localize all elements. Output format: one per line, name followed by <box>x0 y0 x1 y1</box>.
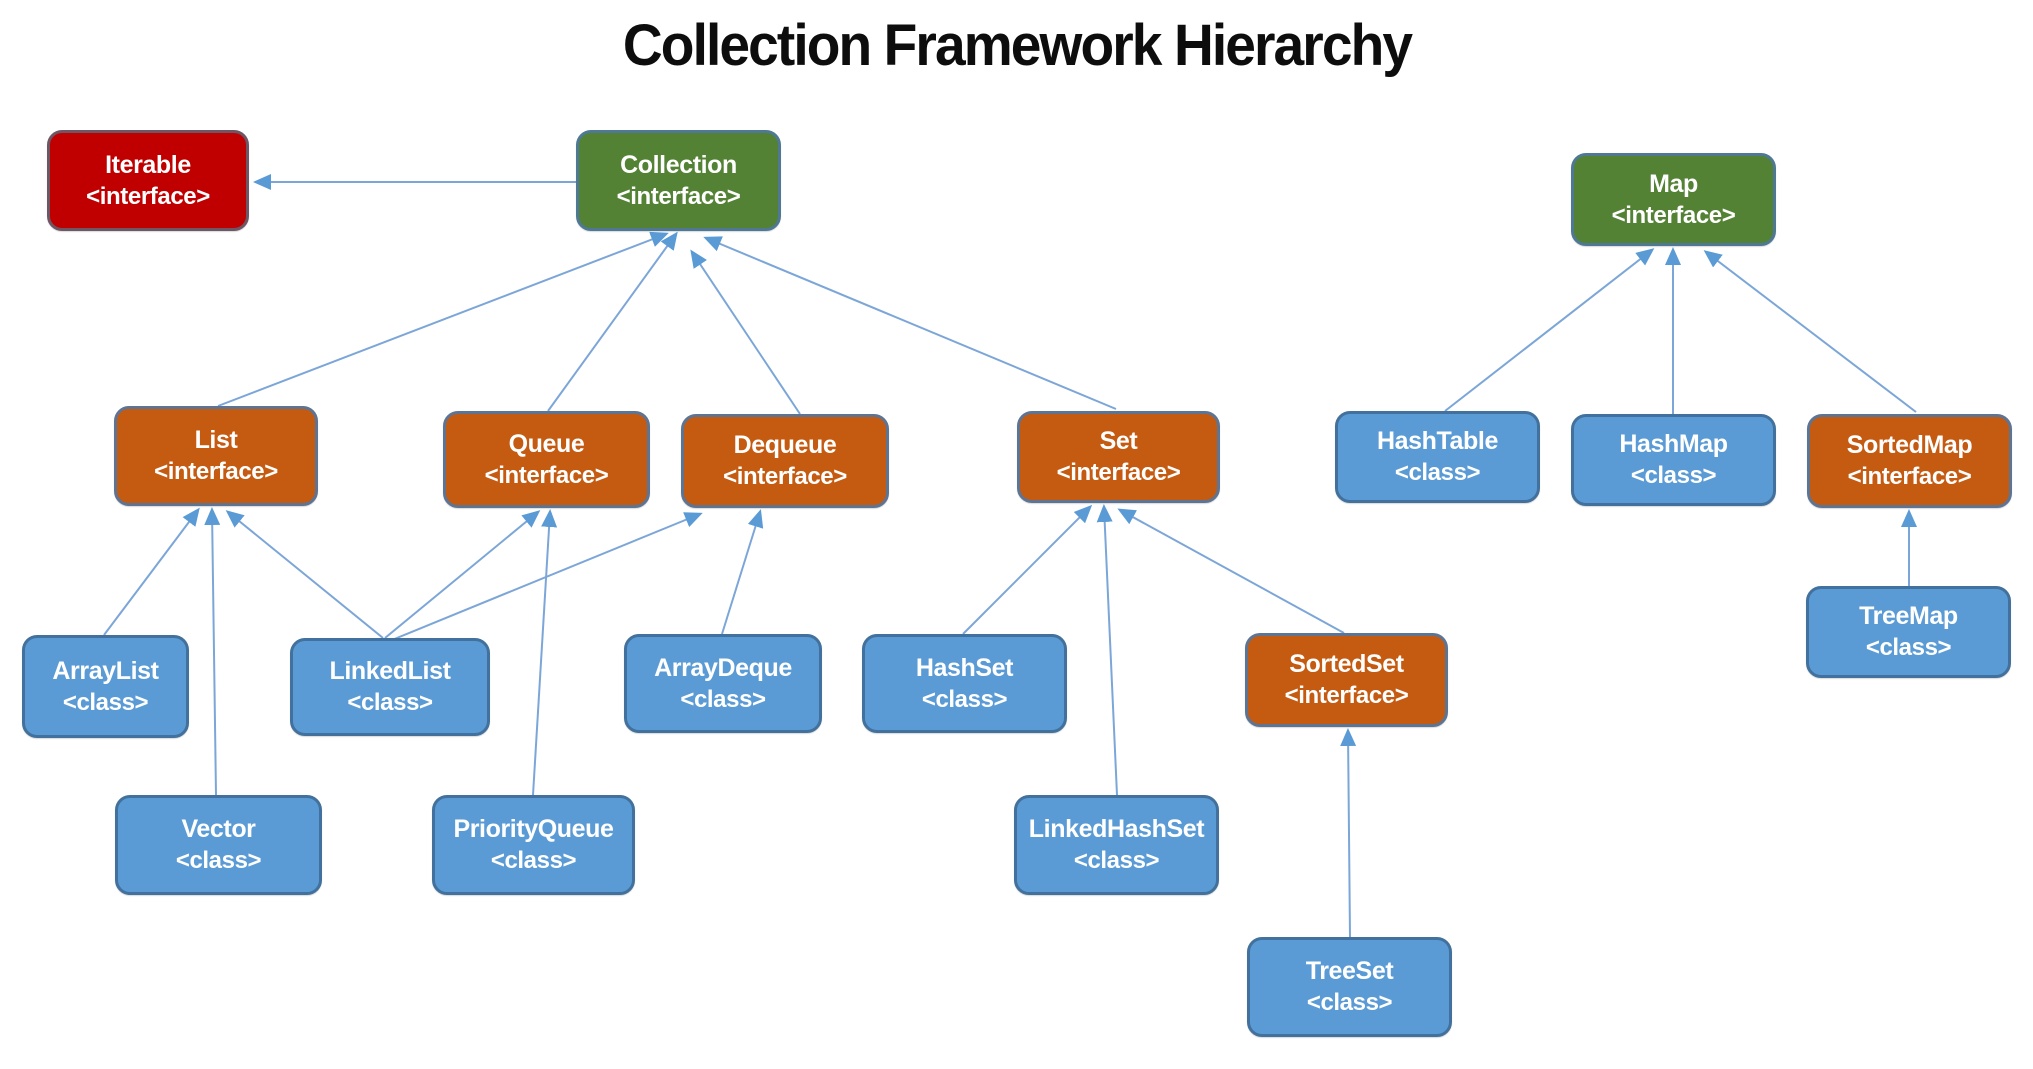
edge-vector-to-list <box>204 507 221 796</box>
node-hashmap-label: HashMap <box>1619 430 1728 458</box>
node-dequeue: Dequeue <interface> <box>681 414 889 508</box>
edge-treeset-to-sortedset <box>1340 728 1357 938</box>
node-map-stereotype: <interface> <box>1611 201 1736 229</box>
node-arraylist: ArrayList <class> <box>22 635 189 738</box>
node-queue: Queue <interface> <box>443 411 650 508</box>
node-iterable-stereotype: <interface> <box>86 182 210 210</box>
node-collection: Collection <interface> <box>576 130 781 231</box>
node-set: Set <interface> <box>1017 411 1220 503</box>
edge-linkedhashset-to-set <box>1096 504 1118 796</box>
node-sortedset-stereotype: <interface> <box>1284 682 1409 709</box>
edge-linkedlist-to-dequeue <box>391 512 703 641</box>
node-treemap: TreeMap <class> <box>1806 586 2011 678</box>
node-hashset: HashSet <class> <box>862 634 1067 733</box>
node-sortedmap: SortedMap <interface> <box>1807 414 2012 508</box>
node-arraydeque: ArrayDeque <class> <box>624 634 822 733</box>
node-linkedhashset-label: LinkedHashSet <box>1028 815 1205 843</box>
node-hashtable-stereotype: <class> <box>1394 459 1481 486</box>
edge-sortedset-to-set <box>1117 508 1345 634</box>
node-map: Map <interface> <box>1571 153 1776 246</box>
node-hashset-label: HashSet <box>915 653 1014 682</box>
node-queue-stereotype: <interface> <box>484 461 609 489</box>
node-vector-stereotype: <class> <box>175 847 262 874</box>
edge-priorityqueue-to-queue <box>532 509 558 796</box>
edge-arraydeque-to-dequeue <box>721 509 764 635</box>
page-title: Collection Framework Hierarchy <box>622 13 1412 78</box>
edge-queue-to-collection <box>547 231 678 412</box>
node-queue-label: Queue <box>508 429 585 458</box>
edge-linkedlist-to-list <box>225 510 384 639</box>
node-linkedhashset-stereotype: <class> <box>1073 847 1160 874</box>
node-linkedlist: LinkedList <class> <box>290 638 490 736</box>
edge-linkedlist-to-queue <box>384 510 541 639</box>
node-arraydeque-stereotype: <class> <box>680 685 766 713</box>
node-linkedlist-label: LinkedList <box>329 657 451 685</box>
node-list-stereotype: <interface> <box>154 458 278 485</box>
node-sortedset: SortedSet <interface> <box>1245 633 1448 727</box>
node-sortedset-label: SortedSet <box>1289 650 1404 678</box>
node-hashmap: HashMap <class> <box>1571 414 1776 506</box>
edge-sortedmap-to-map <box>1703 250 1917 413</box>
node-treemap-label: TreeMap <box>1859 602 1958 630</box>
node-vector: Vector <class> <box>115 795 322 895</box>
node-treeset-stereotype: <class> <box>1306 989 1393 1016</box>
node-treeset-label: TreeSet <box>1305 957 1394 985</box>
node-linkedlist-stereotype: <class> <box>347 689 433 716</box>
node-arraydeque-label: ArrayDeque <box>654 653 792 682</box>
node-iterable: Iterable <interface> <box>47 130 249 231</box>
node-arraylist-stereotype: <class> <box>62 688 149 716</box>
node-treemap-stereotype: <class> <box>1865 634 1952 661</box>
node-hashmap-stereotype: <class> <box>1630 462 1717 489</box>
node-collection-stereotype: <interface> <box>616 182 741 210</box>
node-arraylist-label: ArrayList <box>52 656 159 685</box>
node-map-label: Map <box>1649 169 1698 198</box>
node-sortedmap-stereotype: <interface> <box>1847 463 1972 490</box>
node-linkedhashset: LinkedHashSet <class> <box>1014 795 1219 895</box>
node-iterable-label: Iterable <box>105 150 191 179</box>
node-vector-label: Vector <box>181 815 256 843</box>
node-priorityqueue-label: PriorityQueue <box>453 815 614 843</box>
node-dequeue-stereotype: <interface> <box>723 463 847 490</box>
node-list-label: List <box>194 426 238 454</box>
node-treeset: TreeSet <class> <box>1247 937 1452 1037</box>
node-set-label: Set <box>1099 427 1138 455</box>
node-hashtable-label: HashTable <box>1377 427 1498 455</box>
edge-list-to-collection <box>217 231 669 407</box>
node-collection-label: Collection <box>620 150 737 179</box>
node-priorityqueue-stereotype: <class> <box>490 847 577 874</box>
edge-hashtable-to-map <box>1444 248 1655 412</box>
node-sortedmap-label: SortedMap <box>1846 431 1973 459</box>
node-set-stereotype: <interface> <box>1056 459 1181 486</box>
node-priorityqueue: PriorityQueue <class> <box>432 795 635 895</box>
edge-dequeue-to-collection <box>690 249 801 415</box>
node-hashset-stereotype: <class> <box>921 685 1008 713</box>
node-dequeue-label: Dequeue <box>733 431 837 459</box>
edge-arraylist-to-list <box>103 507 200 636</box>
edge-set-to-collection <box>703 236 1117 410</box>
edge-hashset-to-set <box>962 504 1093 635</box>
node-list: List <interface> <box>114 406 318 506</box>
node-hashtable: HashTable <class> <box>1335 411 1540 503</box>
